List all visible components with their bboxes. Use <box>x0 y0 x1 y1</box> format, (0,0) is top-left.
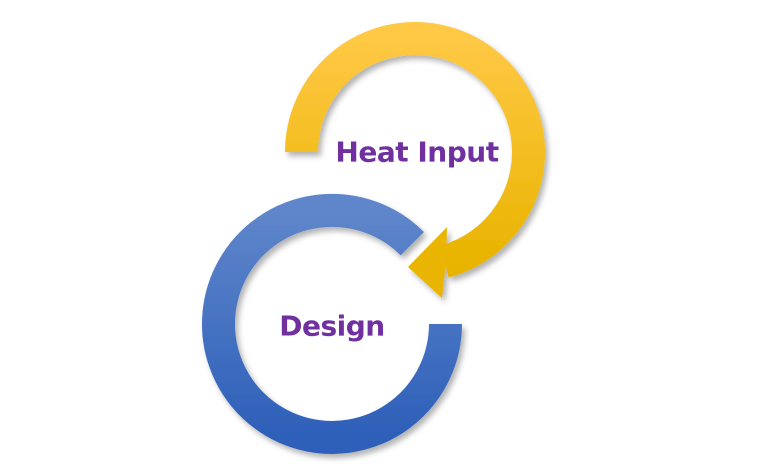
heat-input-arrow <box>285 21 545 298</box>
design-cycle-arc <box>202 193 462 454</box>
design-label: Design <box>279 309 385 343</box>
heat-input-label: Heat Input <box>335 135 499 169</box>
arrowhead-icon <box>408 227 447 298</box>
